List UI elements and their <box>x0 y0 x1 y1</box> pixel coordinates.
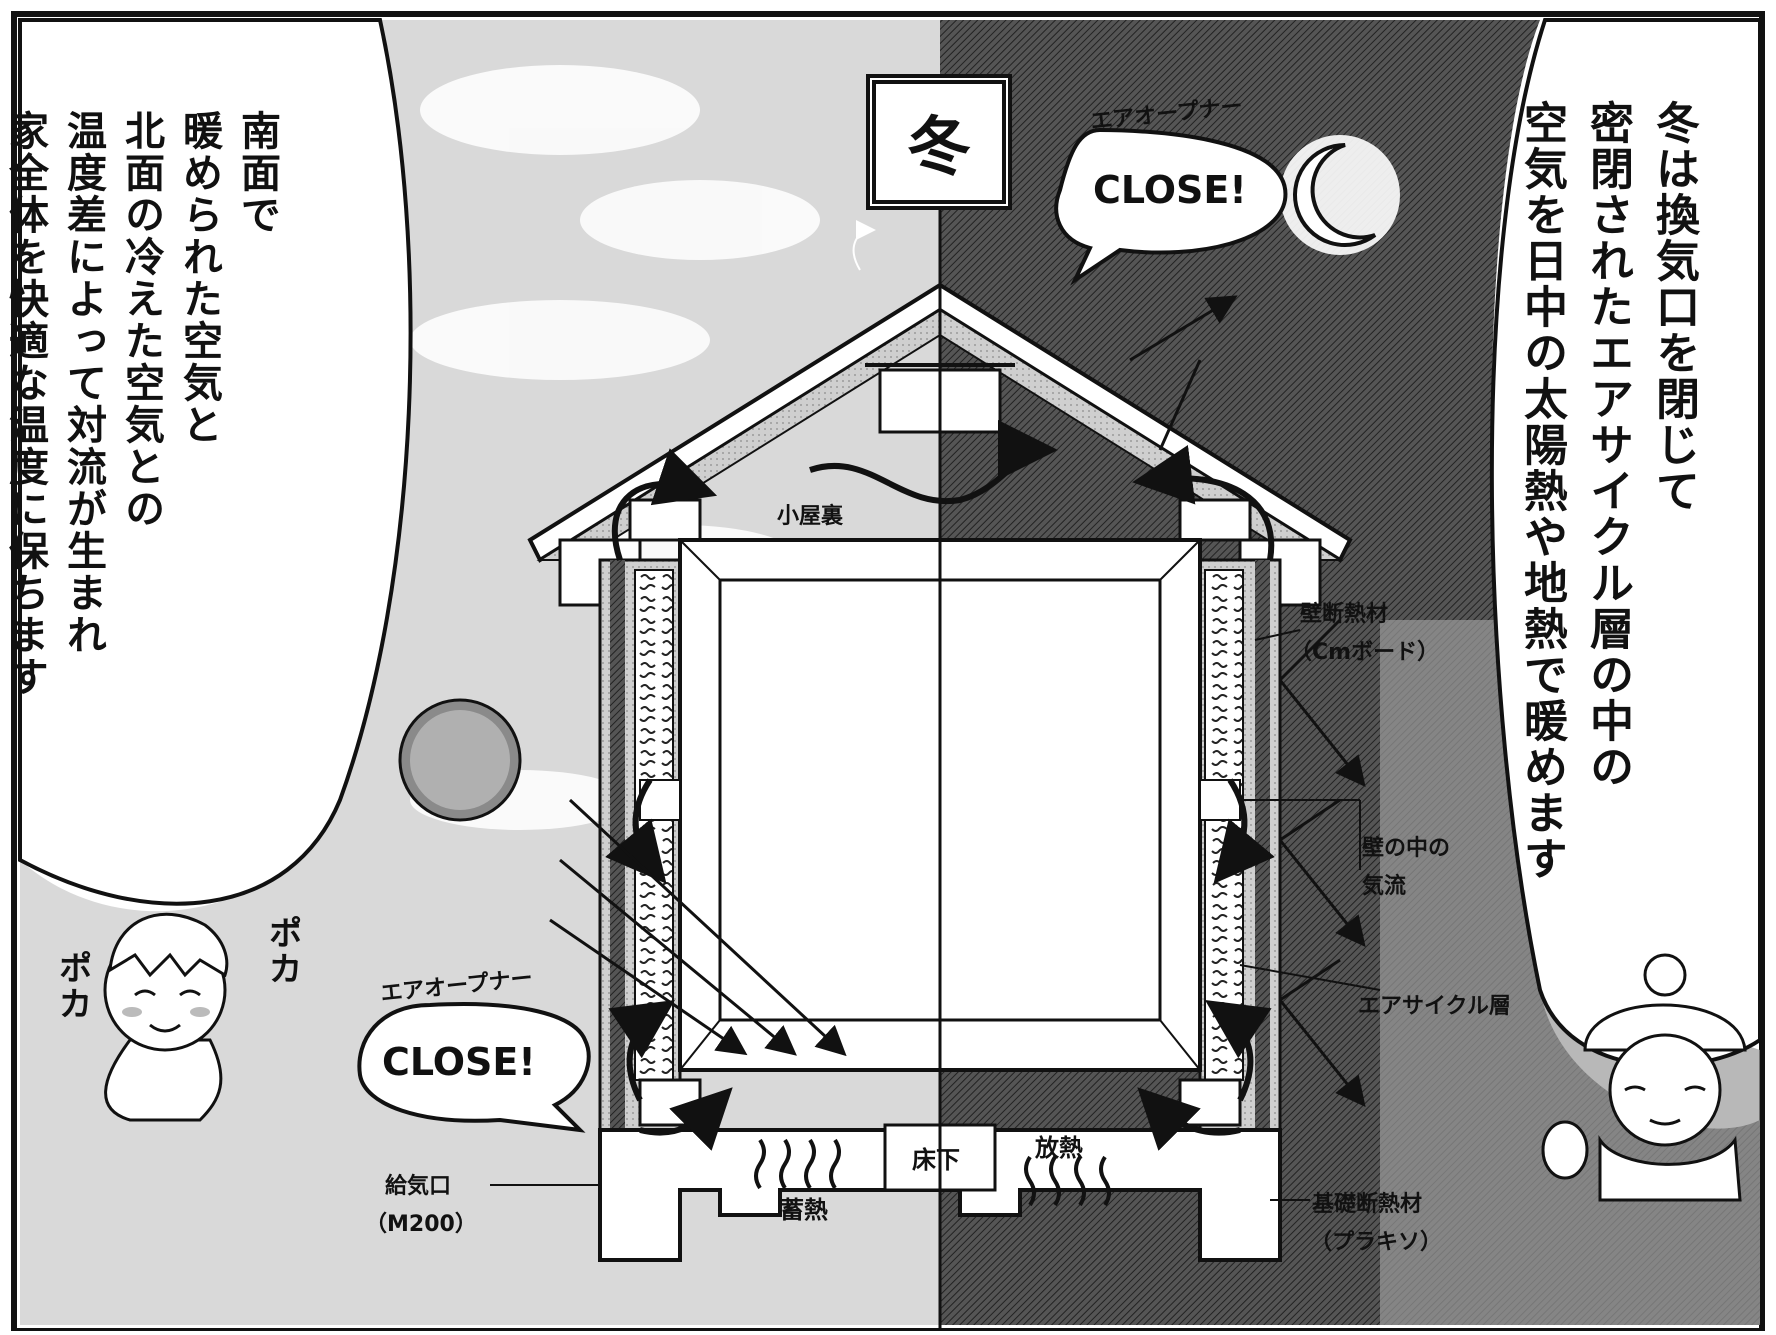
season-label: 冬 <box>872 80 1006 204</box>
label-heat-storage: 蓄熱 <box>780 1196 828 1224</box>
left-caption-line-2: 暖められた空気と <box>176 110 222 446</box>
bubble-bottom <box>357 1002 591 1133</box>
label-attic: 小屋裏 <box>777 504 844 529</box>
person-warm-icon <box>103 912 229 1122</box>
wall-insulation-left <box>634 569 674 1081</box>
right-caption-line-1: 冬は換気口を閉じて <box>1648 100 1699 514</box>
left-caption: 南面で 暖められた空気と 北面の冷えた空気との 温度差によって対流が生まれ 家全… <box>0 110 286 790</box>
sunlight-rays <box>549 798 847 1057</box>
airflow-arrows <box>605 420 1275 1151</box>
sfx-poka-2: ポカ <box>52 950 92 1022</box>
right-caption: 冬は換気口を閉じて 密閉されたエアサイクル層の中の 空気を日中の太陽熱や地熱で暖… <box>1508 100 1706 940</box>
left-caption-line-4: 温度差によって対流が生まれ <box>60 110 106 656</box>
label-wall-insulation: 壁断熱材 <box>1300 602 1389 627</box>
label-intake-2: （M200） <box>365 1212 477 1237</box>
label-foundation-insulation: 基礎断熱材 <box>1312 1192 1423 1217</box>
leader-lines <box>490 629 1381 1201</box>
left-caption-line-3: 北面の冷えた空気との <box>118 110 164 530</box>
bubble-top <box>1054 127 1288 286</box>
bubble-top-text: CLOSE! <box>1093 168 1247 212</box>
sfx-poka-1: ポカ <box>262 915 302 987</box>
heat-storage-squiggles <box>754 1138 1111 1207</box>
left-caption-line-5: 家全体を快適な温度に保ちます <box>2 110 48 698</box>
right-caption-line-3: 空気を日中の太陽熱や地熱で暖めます <box>1516 100 1567 882</box>
label-under-floor: 床下 <box>912 1146 960 1174</box>
left-caption-bubble <box>18 18 413 906</box>
label-wall-airflow-2: 気流 <box>1362 874 1407 899</box>
label-foundation-insulation-sub: （プラキソ） <box>1310 1230 1443 1255</box>
label-wall-airflow-1: 壁の中の <box>1362 836 1451 861</box>
wall-insulation-right <box>1204 569 1244 1081</box>
left-caption-line-1: 南面で <box>234 110 280 236</box>
label-wall-insulation-sub: （Cmボード） <box>1290 640 1440 665</box>
sun-icon <box>398 698 522 822</box>
heat-loss-arrows <box>1129 300 1360 1100</box>
label-heat-release: 放熱 <box>1035 1134 1083 1162</box>
label-air-cycle-layer: エアサイクル層 <box>1358 994 1511 1019</box>
bubble-bottom-text: CLOSE! <box>382 1040 536 1084</box>
person-cold-icon <box>1541 953 1747 1202</box>
moon-icon <box>1280 135 1400 255</box>
label-intake-1: 給気口 <box>385 1174 452 1199</box>
right-caption-line-2: 密閉されたエアサイクル層の中の <box>1582 100 1633 790</box>
